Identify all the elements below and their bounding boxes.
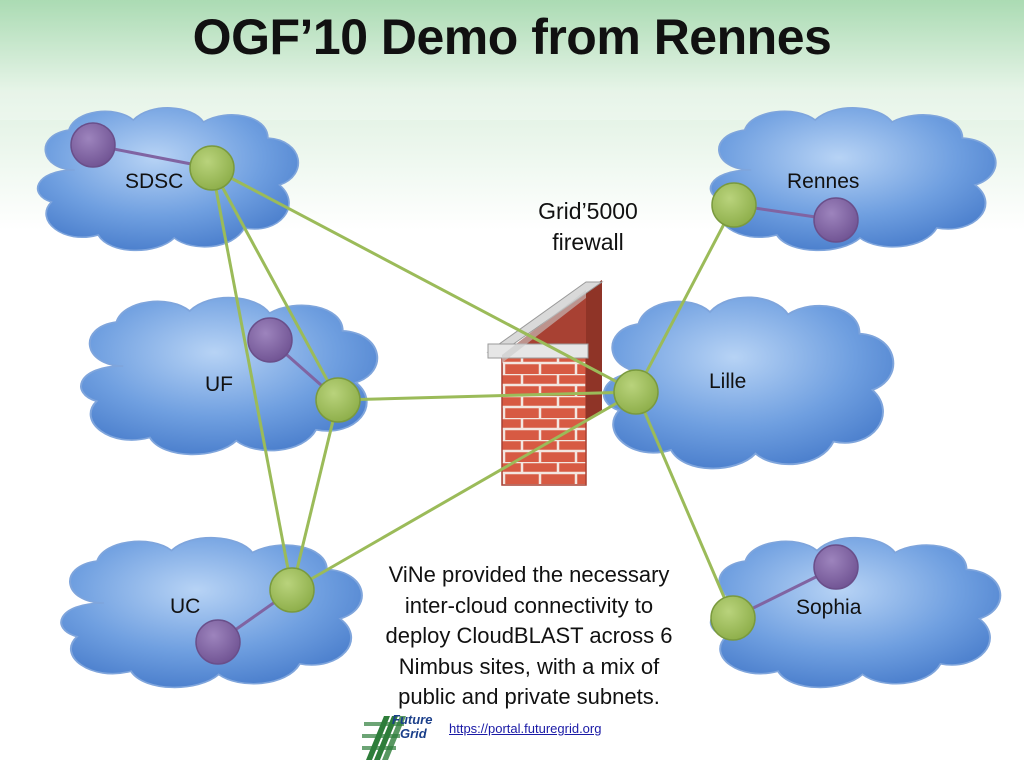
futuregrid-logo: Future Grid	[362, 712, 432, 760]
portal-link[interactable]: https://portal.futuregrid.org	[449, 721, 602, 736]
router-node-lille	[613, 369, 659, 415]
firewall-label-line-2: firewall	[552, 229, 624, 255]
site-label-rennes: Rennes	[787, 170, 860, 193]
router-node-rennes	[711, 182, 757, 228]
site-label-lille: Lille	[709, 370, 747, 393]
link-sdsc-lille	[211, 166, 637, 394]
site-label-uc: UC	[170, 595, 201, 618]
host-node-uf	[247, 317, 293, 363]
caption-line-2: inter-cloud connectivity to	[404, 592, 654, 618]
host-node-rennes	[813, 197, 859, 243]
router-nodes	[189, 145, 757, 641]
host-node-sdsc	[70, 122, 116, 168]
caption-line-3: deploy CloudBLAST across 6	[385, 623, 673, 648]
caption-text: ViNe provided the necessary inter-cloud …	[370, 560, 688, 713]
link-uf-lille	[337, 390, 637, 402]
caption-line-5: public and private subnets.	[398, 684, 660, 709]
site-label-sophia: Sophia	[796, 596, 862, 619]
slide-title: OGF’10 Demo from Rennes	[192, 9, 832, 65]
logo-grid-mark	[362, 716, 406, 760]
host-node-uc	[195, 619, 241, 665]
host-node-sophia	[813, 544, 859, 590]
link-lille-rennes	[634, 204, 736, 393]
logo-text-grid: Grid	[400, 726, 428, 741]
host-nodes	[70, 122, 859, 665]
caption-line-1: ViNe provided the necessary	[388, 562, 670, 587]
caption-line-4: Nimbus sites, with a mix of	[398, 653, 660, 679]
link-sdsc-uf	[210, 167, 340, 401]
background-light-streak	[0, 0, 1024, 120]
firewall-label: Grid’5000 firewall	[508, 196, 668, 258]
router-node-uf	[315, 377, 361, 423]
router-node-uc	[269, 567, 315, 613]
link-uc-lille	[291, 390, 637, 592]
router-node-sdsc	[189, 145, 235, 191]
logo-text-future: Future	[392, 712, 432, 727]
link-uf-uc	[290, 399, 340, 591]
router-links	[210, 166, 736, 619]
cloud-uc	[60, 536, 363, 689]
firewall-label-line-1: Grid’5000	[538, 198, 638, 224]
link-lille-sophia	[634, 391, 735, 619]
site-label-uf: UF	[205, 373, 233, 396]
link-sdsc-uc	[210, 167, 294, 591]
site-label-sdsc: SDSC	[125, 170, 184, 193]
router-node-sophia	[710, 595, 756, 641]
